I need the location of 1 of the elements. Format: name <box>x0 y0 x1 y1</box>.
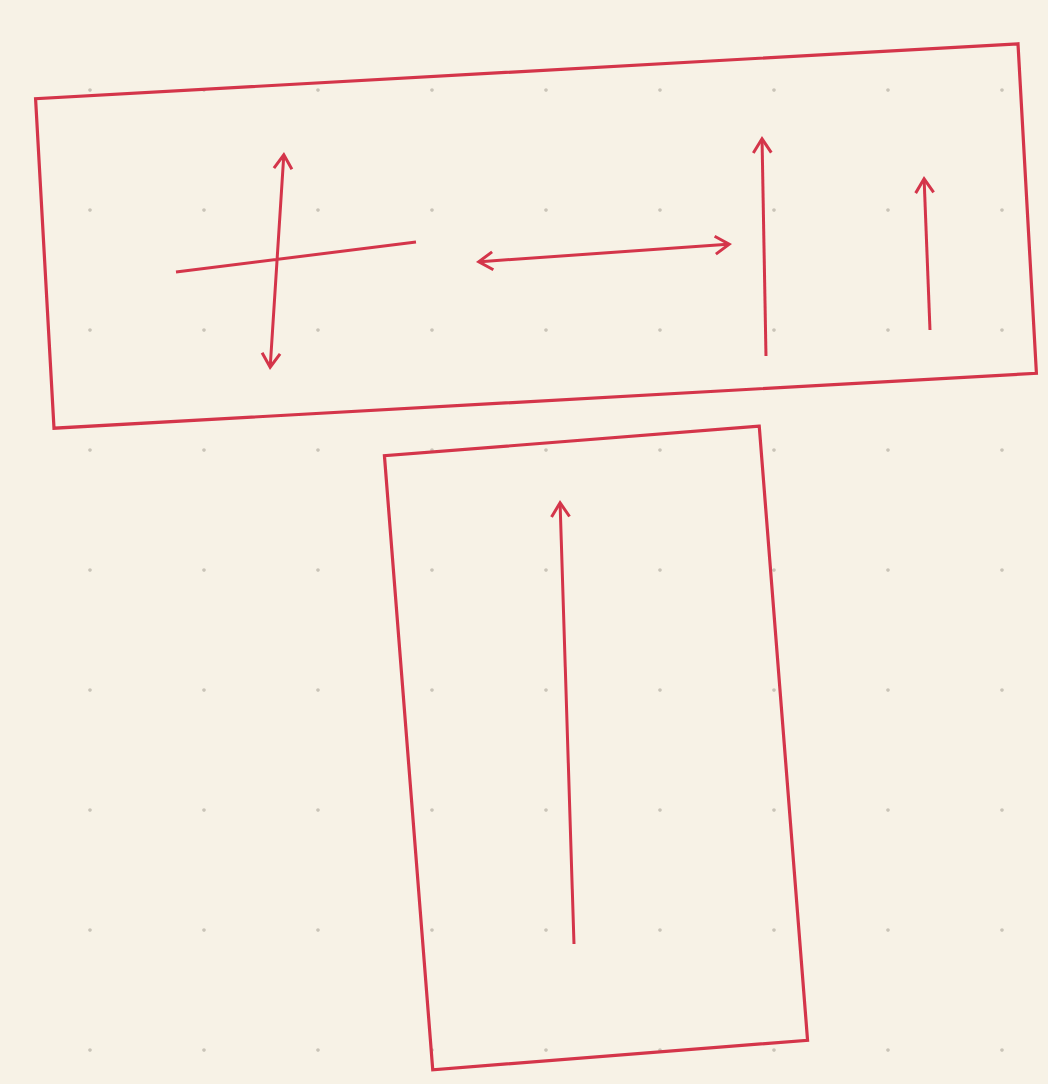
sketch-box <box>382 424 810 1072</box>
